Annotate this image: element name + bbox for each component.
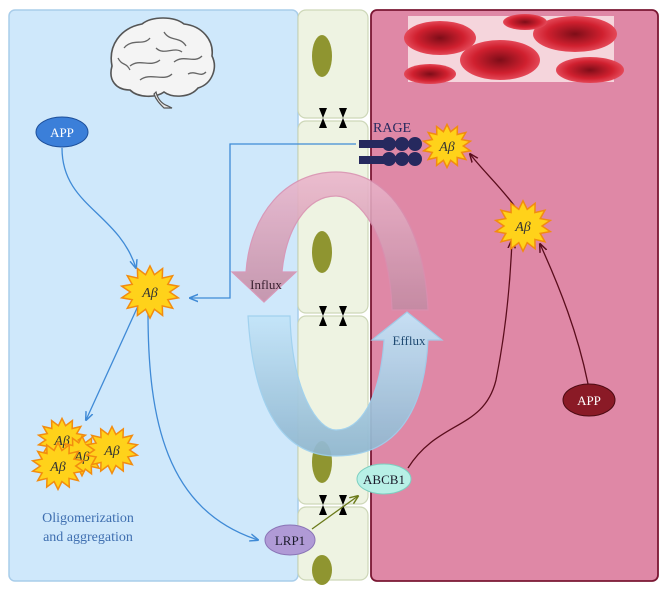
abeta-label: Aβ [141,286,158,301]
app-to-abeta-arrow [61,147,136,268]
influx-arrow [230,171,429,311]
rage-label: RAGE [373,121,411,136]
abcb1-to-abeta-arrow [407,240,512,469]
abeta-to-aggregate-arrow [86,305,139,420]
app-blood-to-abeta-arrow [540,244,589,385]
tight-junction [319,495,347,515]
abeta-starburst [493,199,553,253]
abeta-starburst [84,424,140,476]
abeta-label: Aβ [438,140,455,155]
app-brain-node: APP [35,116,89,148]
abeta-starburst [421,122,473,170]
abeta-aggregate: Aβ [30,440,86,492]
cell-nucleus [312,555,332,585]
efflux-label: Efflux [393,333,426,348]
abeta-label: Aβ [514,220,531,235]
red-blood-cells-icon [404,14,624,84]
app-blood-label: APP [577,393,601,408]
lrp1-transporter: LRP1 [264,524,316,556]
endothelial-barrier [297,9,369,585]
abcb1-label: ABCB1 [363,472,405,487]
abeta-brain-monomer: Aβ [119,264,181,320]
abeta-to-lrp1-arrow [147,311,258,540]
oligomerization-label: Oligomerization [42,511,134,526]
abeta-label: Aβ [103,444,120,459]
abeta-starburst [119,264,181,320]
abeta-starburst [30,440,86,492]
cell-nucleus [312,35,332,77]
aggregation-label: and aggregation [43,530,133,545]
endothelial-cell [297,9,369,119]
brain-icon [110,17,216,109]
lrp1-label: LRP1 [275,533,305,548]
endothelial-cell [297,120,369,314]
abeta-label: Aβ [49,460,66,475]
abeta-blood-near-rage: Aβ [421,122,473,170]
efflux-arrow [247,311,444,457]
tight-junction [319,306,347,326]
lrp1-to-abcb1-arrow [311,496,358,530]
app-brain-label: APP [50,125,74,140]
abeta-blood-monomer: Aβ [493,199,553,253]
transport-cycle [230,171,444,457]
abeta-to-abeta-blood-arrow [470,154,517,209]
rage-receptor [359,137,422,166]
rage-influx-arrow [190,143,356,298]
cell-nucleus [312,231,332,273]
tight-junction [319,108,347,128]
tight-junctions [319,108,347,515]
app-blood-node: APP [562,383,616,417]
abcb1-transporter: ABCB1 [356,463,412,495]
abeta-aggregate: Aβ [84,424,140,476]
influx-label: Influx [250,277,282,292]
